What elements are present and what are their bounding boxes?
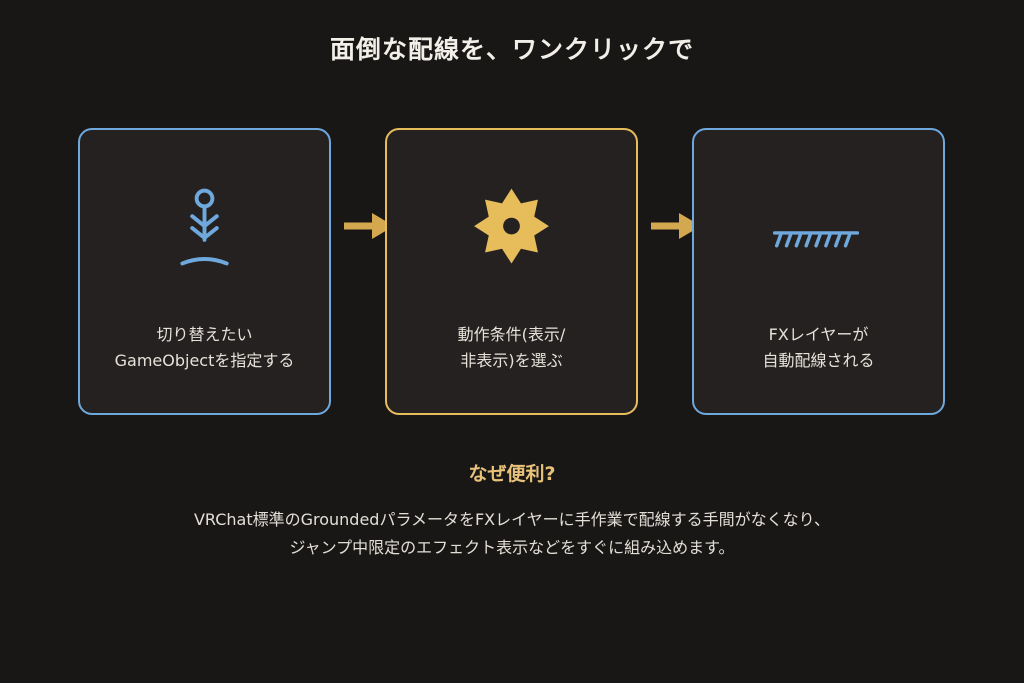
- step-label-line2: 自動配線される: [762, 351, 875, 370]
- why-description-line1: VRChat標準のGroundedパラメータをFXレイヤーに手作業で配線する手間…: [193, 510, 831, 529]
- anchor-icon: [180, 188, 229, 266]
- step-label-line1: 動作条件(表示/: [457, 325, 566, 344]
- step-card-auto-wiring: FXレイヤーが 自動配線される: [692, 128, 945, 415]
- step-label-line2: 非表示)を選ぶ: [460, 351, 563, 370]
- step-label-line2: GameObjectを指定する: [114, 351, 295, 370]
- page-title: 面倒な配線を、ワンクリックで: [329, 35, 694, 64]
- step-label-line1: FXレイヤーが: [768, 325, 869, 344]
- why-heading: なぜ便利?: [468, 463, 556, 485]
- ground-icon: [772, 231, 860, 248]
- step-label-line1: 切り替えたい: [156, 325, 253, 344]
- why-description-line2: ジャンプ中限定のエフェクト表示などをすぐに組み込めます。: [289, 538, 735, 557]
- why-description: VRChat標準のGroundedパラメータをFXレイヤーに手作業で配線する手間…: [0, 506, 1024, 562]
- step-label: 切り替えたい GameObjectを指定する: [80, 322, 329, 374]
- arrow-right-icon: [344, 213, 394, 239]
- step-label: FXレイヤーが 自動配線される: [694, 322, 943, 374]
- step-card-choose-condition: 動作条件(表示/ 非表示)を選ぶ: [385, 128, 638, 415]
- step-label: 動作条件(表示/ 非表示)を選ぶ: [387, 322, 636, 374]
- arrow-right-icon: [651, 213, 701, 239]
- step-card-select-object: 切り替えたい GameObjectを指定する: [78, 128, 331, 415]
- gear-icon: [474, 188, 549, 264]
